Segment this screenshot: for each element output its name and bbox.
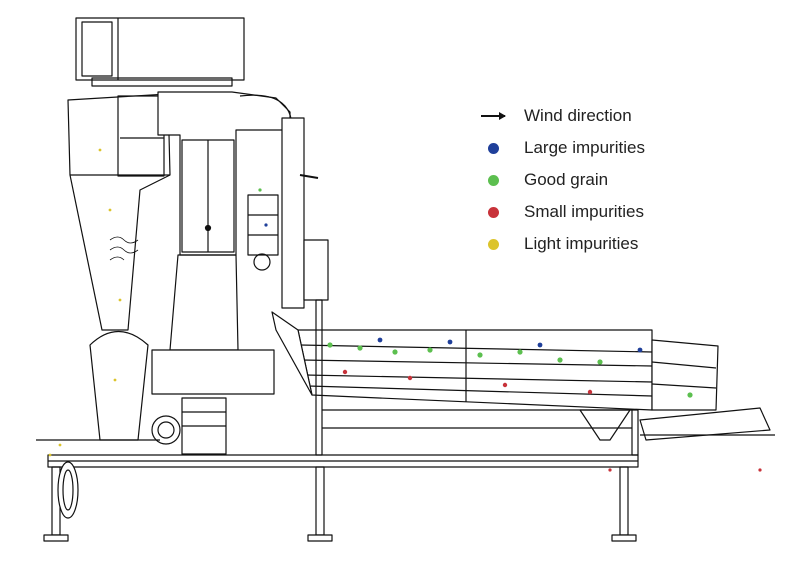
blue-dot-icon xyxy=(487,142,499,154)
legend-item-good-grain: Good grain xyxy=(478,164,778,196)
central-column xyxy=(157,91,293,351)
wheel xyxy=(57,461,79,519)
arrow-icon xyxy=(478,100,508,132)
legend-label: Large impurities xyxy=(524,138,645,157)
red-dot-icon xyxy=(487,206,499,218)
legend-label: Small impurities xyxy=(524,202,644,221)
base-frame xyxy=(36,299,775,468)
discharge-cone xyxy=(579,409,631,441)
yellow-dot-icon xyxy=(487,238,499,250)
sieve-box xyxy=(271,311,771,441)
legend-item-small-impurities: Small impurities xyxy=(478,196,778,228)
support-legs xyxy=(43,466,637,542)
legend: Wind direction Large impurities Good gra… xyxy=(478,100,778,260)
legend-label: Wind direction xyxy=(524,106,632,125)
green-dot-icon xyxy=(487,174,499,186)
motor xyxy=(181,397,227,455)
grain-particles xyxy=(48,148,762,472)
legend-item-light-impurities: Light impurities xyxy=(478,228,778,260)
legend-item-wind-direction: Wind direction xyxy=(478,100,778,132)
legend-label: Light impurities xyxy=(524,234,639,253)
top-fan-box xyxy=(75,17,245,87)
left-hopper xyxy=(89,331,275,445)
feeding-tower xyxy=(247,117,329,309)
legend-item-large-impurities: Large impurities xyxy=(478,132,778,164)
cyclone xyxy=(67,93,171,331)
legend-label: Good grain xyxy=(524,170,609,189)
